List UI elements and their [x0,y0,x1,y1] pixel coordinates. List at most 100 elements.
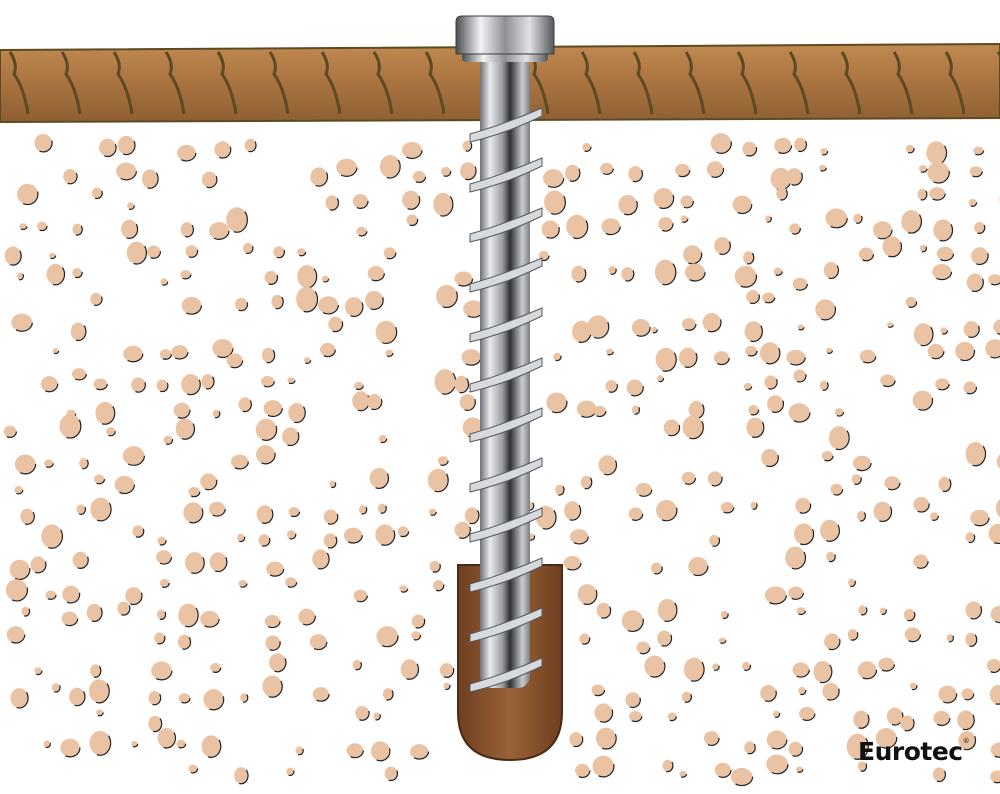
pebble [184,244,199,258]
pebble [990,741,1000,758]
pebble [655,499,678,522]
pebble [209,662,222,674]
pebble [851,473,862,485]
pebble [262,399,283,418]
pebble [383,246,397,260]
pebble [130,740,139,748]
pebble [928,186,946,201]
pebble [225,206,248,233]
pebble [464,506,480,525]
pebble [156,608,167,620]
pebble [286,376,296,385]
pebble [713,236,731,256]
pebble [734,265,758,288]
pebble [970,246,989,266]
pebble [992,318,1000,335]
pebble [71,367,87,381]
pebble [650,326,658,334]
pebble [70,321,87,342]
pebble [578,632,591,645]
pebble [881,235,903,258]
grain-line [736,51,758,115]
pebble [255,444,276,465]
pebble [683,657,705,682]
thread-turn [469,207,543,243]
thread-turn [469,257,543,293]
pebble [19,507,35,525]
pebble [286,529,297,540]
pebble [294,745,304,756]
pebble [62,168,78,185]
pebble [261,674,283,698]
logo-text: Eurotec [858,737,963,766]
pebble [36,221,48,232]
pebble [785,349,806,366]
pebble [459,393,476,411]
pebble [747,404,760,416]
pebble [798,706,816,721]
pebble [788,402,811,423]
pebble [996,453,1000,470]
pebble [435,284,458,309]
pebble [117,135,136,156]
pebble [453,270,474,287]
pebble [147,715,163,733]
pebble [563,555,582,571]
pebble [355,226,368,237]
pebble [153,631,166,645]
logo-mark: ® [962,737,970,745]
pebble [929,511,939,521]
grain-line [320,51,342,115]
pebble [703,730,720,747]
pebble [714,762,732,778]
pebble [937,476,952,493]
pebble [875,727,898,749]
thread-turn [469,557,543,593]
pebble [71,267,83,279]
pebble [432,579,445,592]
pebble [244,138,257,153]
pebble [202,688,225,711]
pebble [932,710,951,727]
grain-line [8,51,30,115]
pebble [741,661,752,672]
pebble [237,396,252,413]
pebble [956,709,975,731]
thread-turn [469,407,543,443]
pebble [353,589,368,603]
pebble [208,501,226,517]
pebble [462,140,473,152]
pebble [607,265,617,275]
pebble [969,509,990,527]
pebble [184,551,205,574]
pebble [131,524,145,538]
pebble [552,352,562,362]
pebble [177,603,199,628]
thread-turn [469,607,543,643]
pebble [296,247,307,257]
pebble [59,738,81,758]
pebble [88,678,110,704]
pebble [819,380,829,391]
pebble [75,503,87,515]
pebble [857,604,868,616]
grain-line [892,51,914,115]
pebble [903,608,916,622]
pebble [793,522,815,546]
pebble [44,589,57,600]
pebble [912,389,934,411]
pebble [287,506,301,518]
pebble [61,610,79,627]
pebble [931,263,953,281]
pebble [792,277,808,291]
pebble [764,585,787,605]
pebble [872,501,893,523]
pebble [335,158,358,177]
pebble [4,245,22,266]
pebble [542,168,565,188]
pebble [9,559,31,581]
pebble [926,161,950,184]
pebble [157,727,177,749]
pebble [678,347,698,368]
